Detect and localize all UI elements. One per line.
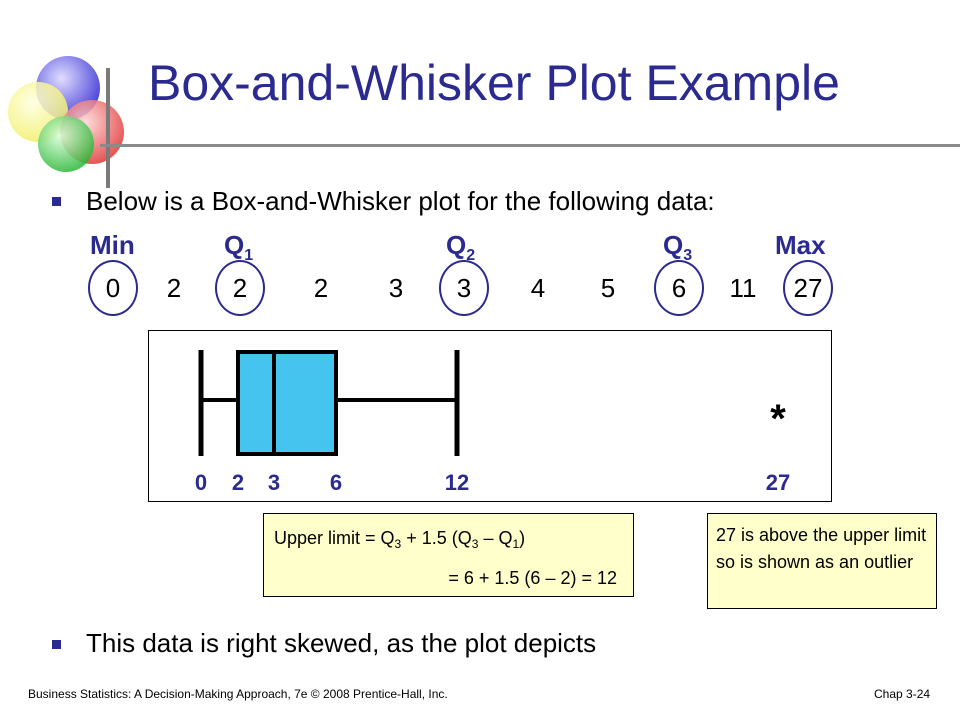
label-q2: Q2 xyxy=(446,230,476,264)
tick-label: 2 xyxy=(231,470,245,495)
iqr-box xyxy=(236,350,338,456)
tick-label: 27 xyxy=(765,470,791,495)
decorative-circles-logo xyxy=(8,56,124,172)
footer-citation: Business Statistics: A Decision-Making A… xyxy=(28,687,448,701)
bullet-icon xyxy=(52,197,61,206)
data-value: 2 xyxy=(166,273,182,303)
label-q3: Q3 xyxy=(663,230,693,264)
data-value: 3 xyxy=(388,273,404,303)
circle-q1 xyxy=(215,260,265,316)
data-value: 5 xyxy=(600,273,616,303)
circle-q2 xyxy=(439,260,489,316)
tick-label: 3 xyxy=(267,470,281,495)
label-q1: Q1 xyxy=(224,230,254,264)
upper-limit-formula: Upper limit = Q3 + 1.5 (Q3 – Q1) xyxy=(274,528,526,551)
outlier-marker: * xyxy=(770,397,786,441)
tick-label: 12 xyxy=(444,470,470,495)
title-horizontal-rule xyxy=(100,144,960,147)
label-min: Min xyxy=(90,230,135,260)
bullet-text-2: This data is right skewed, as the plot d… xyxy=(86,628,597,658)
bullet-icon xyxy=(52,640,61,649)
upper-limit-calc: = 6 + 1.5 (6 – 2) = 12 xyxy=(448,568,617,588)
circle-min xyxy=(88,260,138,316)
circle-q3 xyxy=(654,260,704,316)
tick-label: 0 xyxy=(194,470,208,495)
data-value: 4 xyxy=(530,273,546,303)
data-value: 11 xyxy=(729,273,757,303)
tick-label: 6 xyxy=(329,470,343,495)
slide-title: Box-and-Whisker Plot Example xyxy=(148,55,840,111)
upper-limit-note: Upper limit = Q3 + 1.5 (Q3 – Q1) = 6 + 1… xyxy=(263,513,634,597)
label-max: Max xyxy=(775,230,826,260)
bullet-text-1: Below is a Box-and-Whisker plot for the … xyxy=(86,186,715,216)
circle-max xyxy=(783,260,833,316)
footer-page: Chap 3-24 xyxy=(874,687,931,701)
outlier-note: 27 is above the upper limit so is shown … xyxy=(707,513,937,609)
box-whisker-plot: * xyxy=(148,330,832,502)
data-value: 2 xyxy=(313,273,329,303)
title-vertical-rule xyxy=(106,68,110,188)
